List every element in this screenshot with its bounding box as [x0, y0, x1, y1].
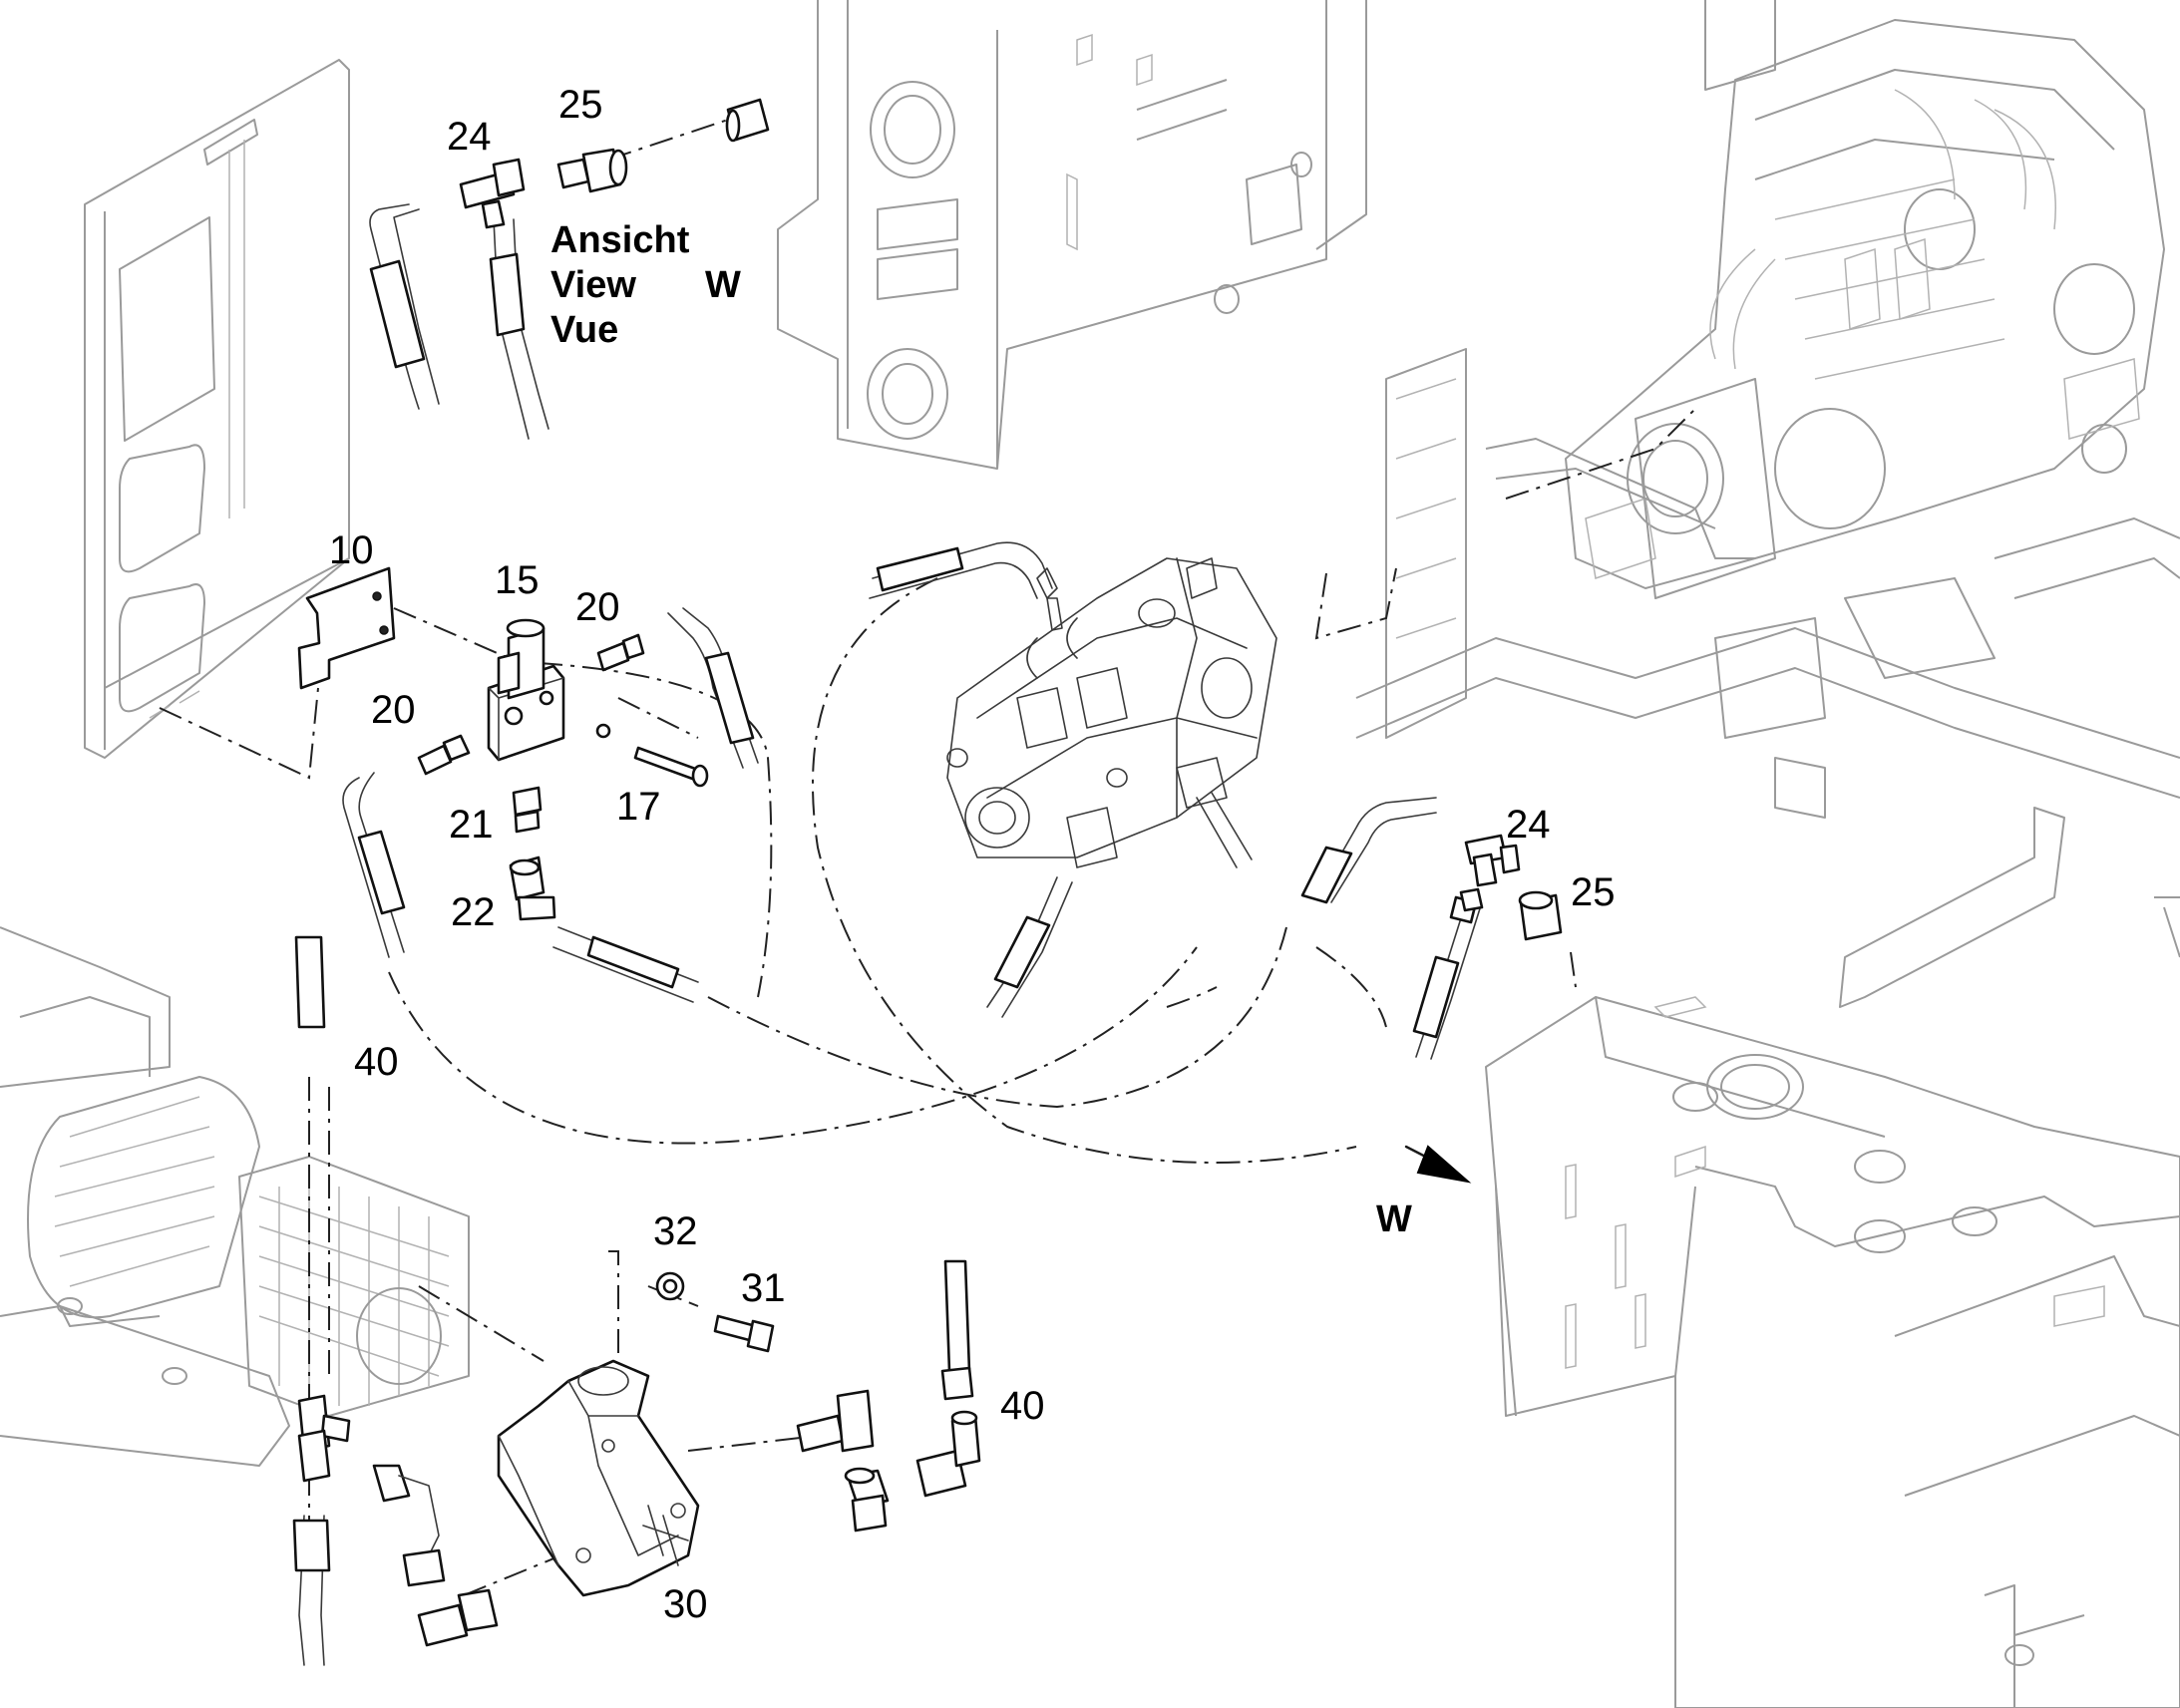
hydraulic-tank-housing: [1485, 996, 2180, 1708]
callout-30: 30: [663, 1582, 708, 1626]
callout-17: 17: [616, 785, 661, 829]
callout-20-right: 20: [575, 585, 620, 629]
view-note-letter: W: [705, 264, 741, 306]
callout-40-left: 40: [354, 1040, 399, 1084]
right-fittings: [1459, 834, 1563, 941]
callout-25-right: 25: [1571, 870, 1616, 914]
callout-21: 21: [449, 803, 494, 847]
callout-40-right: 40: [1000, 1384, 1045, 1428]
hydraulic-motor-30: [497, 1271, 775, 1597]
bracket-10: [297, 566, 396, 690]
valve-block-assembly: [297, 566, 709, 921]
callout-10: 10: [329, 528, 374, 572]
bottom-fittings: [297, 1366, 981, 1647]
chassis-frame-rear: [1355, 348, 2180, 1008]
view-note-english: View: [550, 264, 636, 306]
callout-15: 15: [495, 558, 540, 602]
view-w-fittings: [459, 98, 770, 229]
callout-labels: 10 15 20 20 17 21 22 24 25 24 25 40 40 3…: [329, 83, 1616, 1626]
hydraulic-pump: [946, 557, 1277, 868]
callout-20-left: 20: [371, 688, 416, 732]
arrow-label: W: [1376, 1198, 1412, 1240]
callout-25-top: 25: [558, 83, 603, 127]
callout-22: 22: [451, 890, 496, 934]
hydraulic-hoses: [292, 203, 1482, 1666]
frame-plate-left: [84, 59, 350, 759]
callout-24-right: 24: [1506, 803, 1551, 847]
callout-32: 32: [653, 1209, 698, 1253]
view-w-note: Ansicht View Vue W: [550, 219, 741, 351]
electric-motor-assembly: [0, 926, 470, 1467]
engine-assembly: [1565, 19, 2165, 599]
view-direction-arrow: [1404, 1145, 1472, 1184]
view-note-german: Ansicht: [550, 219, 690, 261]
view-note-french: Vue: [550, 309, 618, 351]
callout-24-top: 24: [447, 115, 492, 159]
callout-31: 31: [741, 1266, 786, 1310]
transmission-housing-top: [777, 0, 1776, 470]
